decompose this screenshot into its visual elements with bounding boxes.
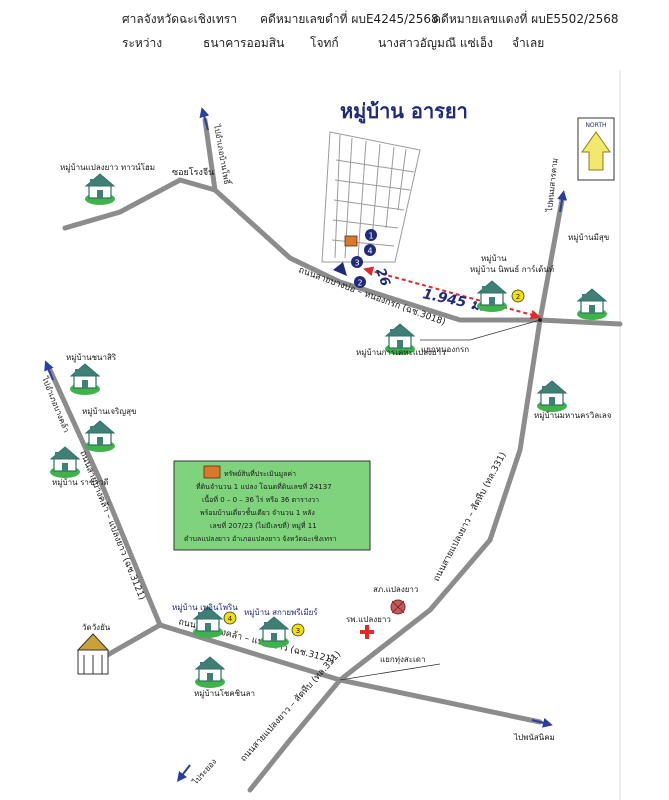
map-title: หมู่บ้าน อารยา — [340, 99, 468, 125]
distance-line — [363, 266, 541, 320]
plot-marker-2: 2 — [354, 276, 366, 288]
svg-text:แยกหนองกรก: แยกหนองกรก — [421, 345, 469, 354]
svg-text:หมู่บ้าน ราชาวดี: หมู่บ้าน ราชาวดี — [52, 478, 109, 488]
svg-text:หมู่บ้านแปลงยาว ทาวน์โฮม: หมู่บ้านแปลงยาว ทาวน์โฮม — [60, 162, 155, 173]
road-331-north — [537, 197, 565, 323]
plot-marker-1: 1 — [365, 229, 377, 241]
svg-text:แยกทุ่งสะเดา: แยกทุ่งสะเดา — [380, 655, 425, 664]
village-araya-block — [321, 131, 421, 263]
direction-phanat: ไปพนัสนิคม — [513, 733, 555, 742]
svg-text:2: 2 — [357, 279, 362, 288]
hospital: รพ.แปลงยาว — [346, 615, 391, 639]
svg-text:3: 3 — [354, 259, 359, 268]
temple-wang-yan: วัดวังยัน — [76, 623, 111, 675]
svg-text:หมู่บ้านชนาสิริ: หมู่บ้านชนาสิริ — [66, 353, 117, 363]
plot-marker-4: 4 — [364, 244, 376, 256]
arrow-to-ban-pho — [199, 107, 210, 131]
road-label-soi-rongchan: ซอยโรงจีน — [172, 167, 214, 178]
svg-text:4: 4 — [367, 247, 372, 256]
village-niphon-garden: หมู่บ้าน หมู่บ้าน นิพนธ์ การ์เด้นท์ 2 — [470, 254, 554, 313]
defendant-name: นางสาวอัญมณี แซ่เอ็ง — [378, 36, 493, 50]
arrow-to-rayong — [176, 764, 191, 782]
svg-text:เนื้อที่ 0 – 0 – 36 ไร่ หรือ 3: เนื้อที่ 0 – 0 – 36 ไร่ หรือ 36 ตารางวา — [202, 493, 319, 504]
village-chokchinla: หมู่บ้านโชคชินลา — [194, 656, 255, 699]
village-kheha: หมู่บ้านการเคหะแปลงยาว — [356, 323, 446, 358]
village-mahanakhon: หมู่บ้านมหานครวิลเลจ — [534, 380, 612, 421]
svg-text:หมู่บ้านการเคหะแปลงยาว: หมู่บ้านการเคหะแปลงยาว — [356, 348, 446, 358]
svg-text:4: 4 — [228, 615, 233, 623]
road-width-label: 26 — [372, 266, 392, 288]
svg-text:หมู่บ้าน สกายพรีเมียร์: หมู่บ้าน สกายพรีเมียร์ — [244, 607, 318, 618]
direction-phanom: ไปพนมสารคาม — [545, 158, 560, 214]
svg-text:ที่ดินจำนวน 1 แปลง โฉนดที่ดินเ: ที่ดินจำนวน 1 แปลง โฉนดที่ดินเลขที่ 2413… — [196, 482, 332, 491]
svg-text:NORTH: NORTH — [585, 122, 606, 129]
road-to-ban-pho — [202, 117, 218, 193]
svg-text:สภ.แปลงยาว: สภ.แปลงยาว — [373, 585, 418, 594]
village-charoensuk: หมู่บ้านเจริญสุข — [82, 407, 136, 453]
svg-text:หมู่บ้าน เพอินโพริน: หมู่บ้าน เพอินโพริน — [172, 602, 238, 613]
between-label: ระหว่าง — [122, 36, 163, 50]
road-3121 — [87, 622, 543, 725]
svg-text:ตำบลแปลงยาว อำเภอแปลงยาว จังหว: ตำบลแปลงยาว อำเภอแปลงยาว จังหวัดฉะเชิงเท… — [184, 535, 337, 543]
village-chanasiri: หมู่บ้านชนาสิริ — [66, 353, 117, 396]
road-label-3121-vertical: ถนนสายบางคล้า – แปลงยาว (ฉช.3121) — [77, 449, 147, 602]
direction-arrows — [44, 107, 568, 782]
road-soi-rongchan — [62, 177, 218, 231]
defendant-role: จำเลย — [512, 36, 545, 50]
plot-marker-3: 3 — [351, 256, 363, 268]
svg-text:รพ.แปลงยาว: รพ.แปลงยาว — [346, 615, 391, 624]
plaintiff-role: โจทก์ — [310, 36, 339, 50]
svg-text:พร้อมบ้านเดี่ยวชั้นเดียว จำนวน: พร้อมบ้านเดี่ยวชั้นเดียว จำนวน 1 หลัง — [200, 506, 315, 517]
road-3121-vertical — [47, 367, 163, 628]
svg-text:หมู่บ้านมีสุข: หมู่บ้านมีสุข — [568, 233, 609, 243]
svg-text:หมู่บ้านเจริญสุข: หมู่บ้านเจริญสุข — [82, 407, 136, 417]
police-station: สภ.แปลงยาว — [373, 585, 418, 615]
black-case-number: คดีหมายเลขดำที่ ผบE4245/2568 — [260, 12, 439, 26]
north-arrow: NORTH — [577, 117, 615, 181]
village-meesuk: หมู่บ้านมีสุข — [568, 233, 609, 321]
target-plot — [344, 235, 358, 247]
svg-text:วัดวังยัน: วัดวังยัน — [82, 623, 111, 632]
village-townhome: หมู่บ้านแปลงยาว ทาวน์โฮม — [60, 162, 155, 206]
svg-text:2: 2 — [516, 293, 520, 301]
junction-thung-sada: แยกทุ่งสะเดา — [339, 655, 441, 681]
case-header: ศาลจังหวัดฉะเชิงเทรา คดีหมายเลขดำที่ ผบE… — [0, 8, 669, 52]
direction-rayong: ไประยอง — [190, 757, 218, 787]
svg-text:หมู่บ้านมหานครวิลเลจ: หมู่บ้านมหานครวิลเลจ — [534, 411, 612, 421]
plot-grid — [331, 134, 415, 259]
arrow-to-bangkhla — [44, 360, 54, 381]
village-sky-premier: หมู่บ้าน สกายพรีเมียร์ 3 — [244, 607, 318, 649]
road-331 — [247, 317, 543, 793]
arrow-to-phanom — [557, 190, 568, 213]
svg-text:หมู่บ้าน: หมู่บ้าน — [481, 254, 507, 264]
entry-arrow — [333, 262, 347, 276]
legend-plot-swatch — [203, 465, 221, 479]
plot-markers: 1 2 3 4 — [333, 229, 377, 288]
svg-text:ทรัพย์สินที่ประเมินมูลค่า: ทรัพย์สินที่ประเมินมูลค่า — [224, 469, 296, 478]
red-case-number: คดีหมายเลขแดงที่ ผบE5502/2568 — [433, 12, 619, 26]
village-rachawadee: หมู่บ้าน ราชาวดี — [49, 446, 109, 488]
court-name: ศาลจังหวัดฉะเชิงเทรา — [122, 12, 237, 26]
arrow-to-phanat — [531, 717, 553, 728]
plaintiff-name: ธนาคารออมสิน — [203, 36, 285, 50]
svg-text:3: 3 — [296, 627, 300, 635]
svg-text:1: 1 — [368, 232, 373, 241]
svg-text:เลขที่ 207/23 (ไม่มีเลขที่) หม: เลขที่ 207/23 (ไม่มีเลขที่) หมู่ที่ 11 — [210, 521, 317, 530]
svg-text:หมู่บ้าน นิพนธ์ การ์เด้นท์: หมู่บ้าน นิพนธ์ การ์เด้นท์ — [470, 264, 554, 275]
svg-text:หมู่บ้านโชคชินลา: หมู่บ้านโชคชินลา — [194, 688, 255, 699]
legend-box: ทรัพย์สินที่ประเมินมูลค่า ที่ดินจำนวน 1 … — [173, 460, 371, 551]
village-pearl-in: หมู่บ้าน เพอินโพริน 4 — [172, 602, 238, 639]
junction-nong-krok: แยกหนองกรก — [420, 318, 542, 354]
